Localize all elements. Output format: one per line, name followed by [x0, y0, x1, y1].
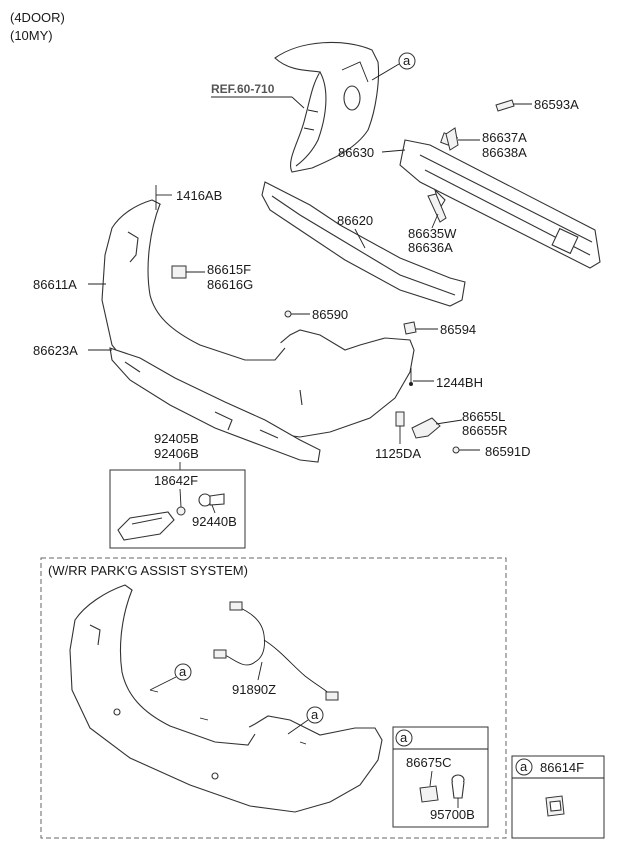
label-1125DA: 1125DA	[375, 446, 421, 461]
callout-a-top-leader	[371, 63, 400, 81]
leader-86635W	[431, 213, 439, 229]
callout-a-box-letter: a	[400, 730, 408, 745]
label-86611A: 86611A	[33, 277, 77, 292]
screw-86591D	[452, 446, 460, 454]
label-86590: 86590	[312, 307, 348, 322]
label-91890Z: 91890Z	[232, 682, 276, 697]
back-beam-86630	[399, 132, 601, 269]
label-86594: 86594	[440, 322, 476, 337]
bracket-86655L	[411, 417, 441, 439]
label-92440B: 92440B	[192, 514, 237, 529]
callout-a-right	[306, 706, 324, 724]
header-line-2: (10MY)	[10, 28, 53, 43]
leader-86655L	[435, 419, 463, 425]
label-86591D: 86591D	[485, 444, 531, 459]
header-line-1: (4DOOR)	[10, 10, 65, 25]
label-86635W: 86635W	[408, 226, 457, 241]
callout-a-top	[398, 52, 416, 70]
label-86630: 86630	[338, 145, 374, 160]
label-86616G: 86616G	[207, 277, 253, 292]
label-92406B: 92406B	[154, 446, 199, 461]
bumper-cover-86611A	[101, 199, 415, 438]
label-86638A: 86638A	[482, 145, 527, 160]
bracket-86637A	[445, 127, 459, 151]
wiring-harness-91890Z	[213, 601, 339, 701]
socket-92440B	[198, 493, 225, 507]
leader-86620	[354, 228, 366, 249]
lower-cover-86623A	[109, 347, 321, 463]
bracket-86615F	[171, 265, 187, 279]
label-86655L: 86655L	[462, 409, 505, 424]
callout-a-left	[174, 663, 192, 681]
callout-a-bracket-letter: a	[520, 759, 528, 774]
leader-86630	[381, 149, 406, 153]
label-1244BH: 1244BH	[436, 375, 483, 390]
callout-a-bracket	[515, 758, 533, 776]
callout-a-top-letter: a	[403, 53, 411, 68]
clip-86593A	[495, 99, 515, 112]
reference-leader	[291, 96, 305, 109]
holder-86675C	[419, 785, 439, 803]
label-86615F: 86615F	[207, 262, 251, 277]
reflector-box	[109, 469, 246, 549]
screw-86590	[284, 310, 292, 318]
callout-a-left-letter: a	[179, 664, 187, 679]
bulb-18642F	[176, 506, 186, 516]
label-86614F: 86614F	[540, 760, 584, 775]
callout-a-box	[395, 729, 413, 747]
label-86623A: 86623A	[33, 343, 78, 358]
label-18642F: 18642F	[154, 473, 198, 488]
label-92405B: 92405B	[154, 431, 199, 446]
sensor-95700B	[451, 774, 465, 799]
clip-86594	[403, 321, 417, 335]
park-assist-section	[40, 557, 507, 839]
quarter-panel-reference	[274, 41, 380, 173]
label-86637A: 86637A	[482, 130, 527, 145]
bracket-86614F	[545, 795, 565, 817]
bracket-detail-box	[511, 755, 605, 839]
label-86620: 86620	[337, 213, 373, 228]
callout-a-right-letter: a	[311, 707, 319, 722]
reference-label: REF.60-710	[211, 82, 275, 96]
bolt-1125DA	[395, 411, 405, 427]
sensor-detail-box	[392, 726, 489, 828]
reflector-lamp-92405B	[117, 511, 175, 541]
label-95700B: 95700B	[430, 807, 475, 822]
label-86675C: 86675C	[406, 755, 452, 770]
bracket-86635W	[427, 193, 447, 223]
label-1416AB: 1416AB	[176, 188, 222, 203]
label-86655R: 86655R	[462, 423, 508, 438]
label-86593A: 86593A	[534, 97, 579, 112]
label-86636A: 86636A	[408, 240, 453, 255]
park-assist-title: (W/RR PARK'G ASSIST SYSTEM)	[48, 563, 248, 578]
